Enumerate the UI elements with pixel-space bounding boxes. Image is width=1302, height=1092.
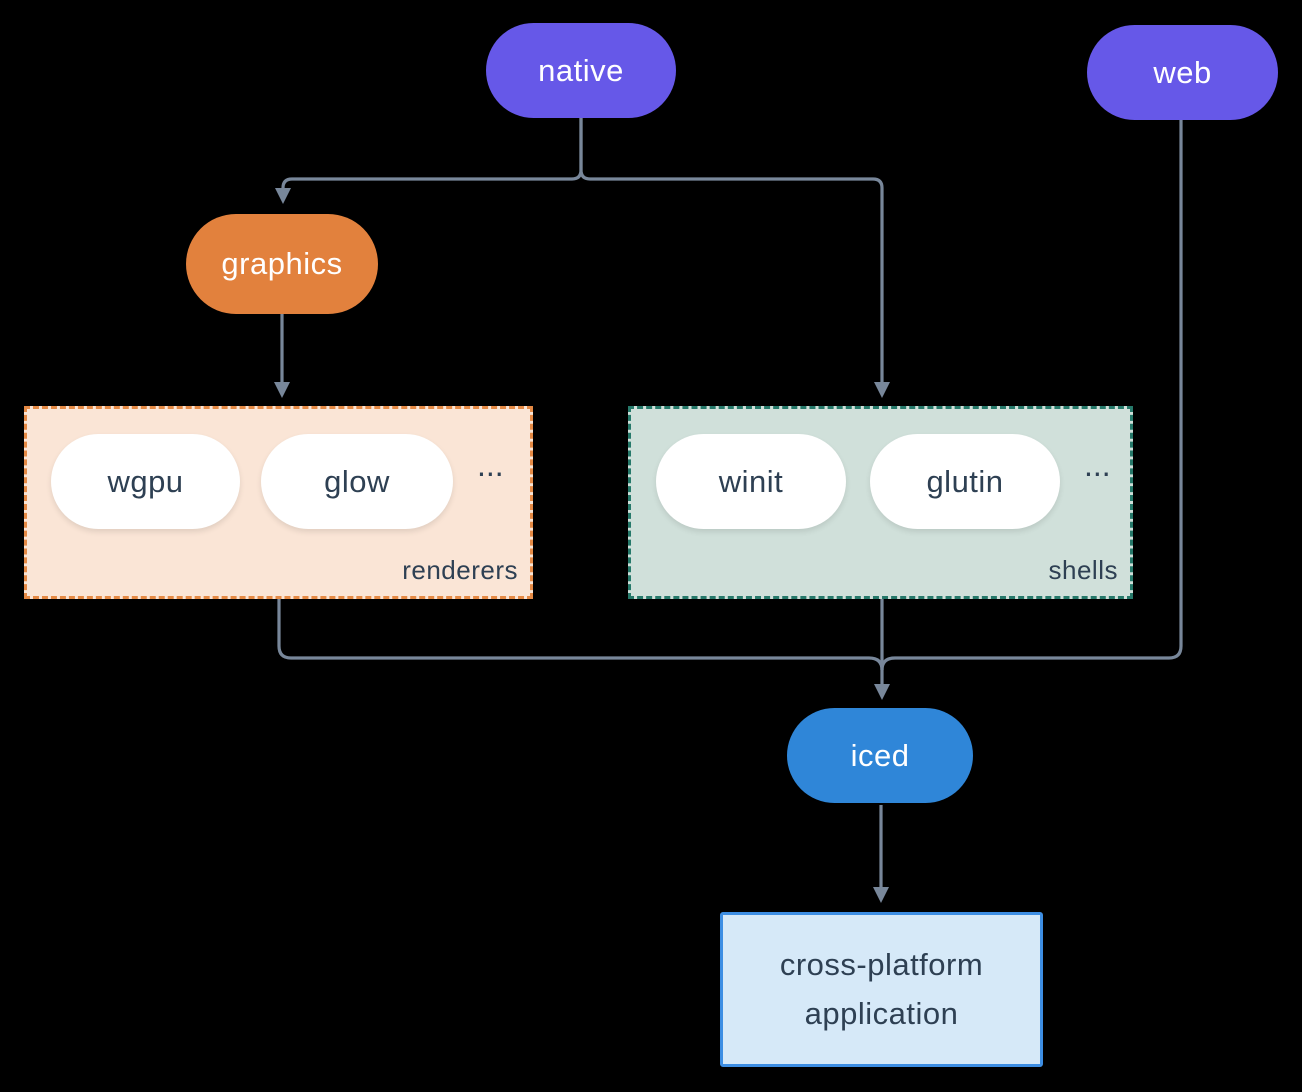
node-native-label: native <box>538 52 624 88</box>
connector-native-to-graphics <box>275 118 583 204</box>
node-web-label: web <box>1153 54 1212 90</box>
node-winit: winit <box>656 434 846 529</box>
node-iced: iced <box>787 708 973 803</box>
node-cross-platform-application: cross-platform application <box>720 912 1043 1067</box>
node-wgpu-label: wgpu <box>107 463 184 499</box>
node-glutin-label: glutin <box>926 463 1004 499</box>
node-wgpu: wgpu <box>51 434 240 529</box>
node-native: native <box>486 23 676 118</box>
group-renderers: wgpu glow ... renderers <box>24 406 533 599</box>
shells-ellipsis: ... <box>1084 447 1111 483</box>
node-glow-label: glow <box>324 463 390 499</box>
node-glow: glow <box>261 434 453 529</box>
node-iced-label: iced <box>850 737 910 773</box>
renderers-ellipsis: ... <box>477 447 504 483</box>
group-shells: winit glutin ... shells <box>628 406 1133 599</box>
connector-native-to-shells <box>579 118 890 398</box>
node-graphics-label: graphics <box>221 246 343 281</box>
node-glutin: glutin <box>870 434 1060 529</box>
node-web: web <box>1087 25 1278 120</box>
renderers-group-label: renderers <box>402 555 518 585</box>
connector-renderers-to-junction <box>277 599 884 671</box>
shells-group-label: shells <box>1048 555 1118 585</box>
node-app-label: cross-platform application <box>779 947 984 1031</box>
node-winit-label: winit <box>718 463 784 499</box>
node-graphics: graphics <box>186 214 378 314</box>
